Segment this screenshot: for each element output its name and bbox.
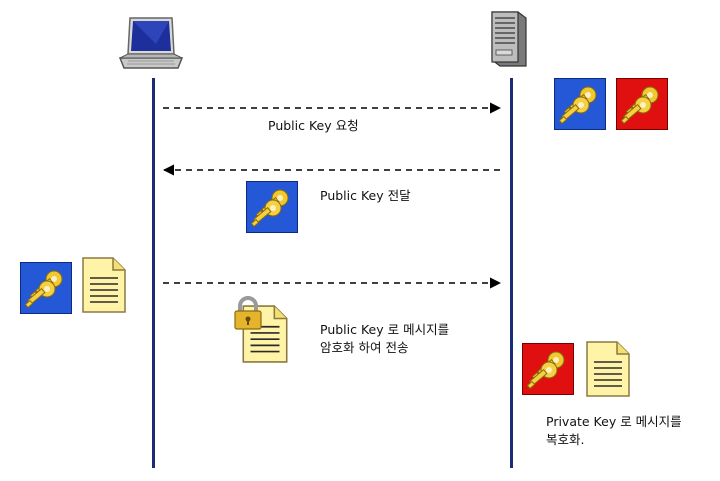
- public-key-icon: [20, 262, 72, 314]
- public-key-icon: [554, 78, 606, 130]
- send-label-line1: Public Key 로 메시지를: [320, 322, 450, 337]
- laptop-icon: [116, 14, 186, 72]
- document-icon: [80, 256, 128, 314]
- lock-icon: [234, 296, 262, 330]
- server-note-line2: 복호화.: [546, 432, 585, 447]
- deliver-label: Public Key 전달: [320, 188, 411, 203]
- server-tower-icon: [484, 8, 532, 70]
- private-key-icon: [522, 343, 574, 395]
- locked-document-icon: [232, 296, 294, 366]
- server-note-line1: Private Key 로 메시지를: [546, 414, 682, 429]
- private-key-icon: [616, 78, 668, 130]
- document-icon: [584, 340, 632, 398]
- server-lifeline: [510, 78, 513, 468]
- public-key-icon: [246, 181, 298, 233]
- send-label-line2: 암호화 하여 전송: [320, 340, 409, 355]
- client-lifeline: [152, 78, 155, 468]
- request-label: Public Key 요청: [268, 118, 359, 133]
